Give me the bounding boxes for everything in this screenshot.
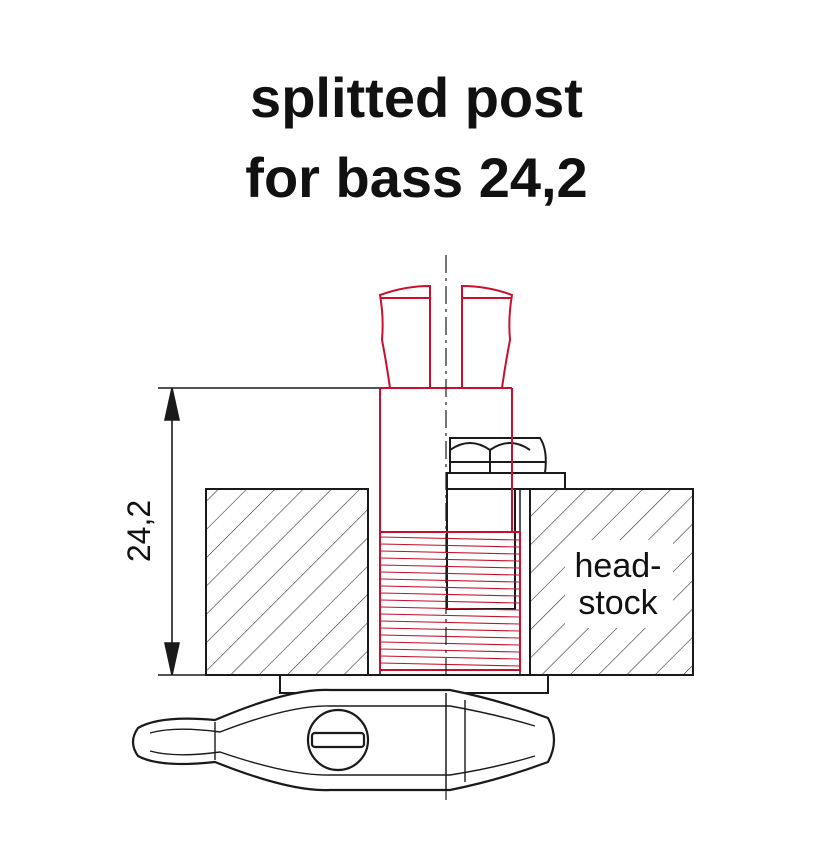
- headstock-label-line-2: stock: [578, 584, 658, 622]
- thread-line: [380, 648, 520, 653]
- post-thread-section: [379, 531, 521, 671]
- hex-nut: [449, 437, 547, 474]
- thread-line: [380, 585, 520, 590]
- diagram-title: splitted post for bass 24,2: [0, 58, 833, 218]
- headstock-left-block: [205, 488, 369, 676]
- title-line-2: for bass 24,2: [245, 146, 588, 209]
- post-thread-lines: [380, 536, 520, 667]
- thread-line: [380, 557, 520, 562]
- thread-line: [380, 543, 520, 548]
- thread-line: [380, 634, 520, 639]
- thread-line: [380, 655, 520, 660]
- screw-slot-icon: [310, 731, 366, 749]
- thread-line: [380, 613, 520, 618]
- thread-line: [380, 627, 520, 632]
- splitted-post: [378, 284, 521, 671]
- thread-line: [380, 641, 520, 646]
- headstock-right-block: [529, 488, 694, 676]
- thread-line: [380, 662, 520, 667]
- dimension-arrow-bottom: [164, 642, 180, 676]
- headstock-label-backdrop: [565, 540, 673, 628]
- thread-line: [380, 592, 520, 597]
- thread-line: [380, 578, 520, 583]
- tuner-key: [131, 688, 556, 792]
- thread-line: [380, 571, 520, 576]
- thread-line: [380, 599, 520, 604]
- headstock-label-line-1: head-: [575, 547, 662, 585]
- thread-line: [380, 606, 520, 611]
- title-line-1: splitted post: [250, 66, 583, 129]
- thread-line: [380, 550, 520, 555]
- dimension-value: 24,2: [121, 500, 157, 562]
- post-head-right: [461, 284, 514, 389]
- thread-line: [380, 564, 520, 569]
- thread-line: [380, 620, 520, 625]
- post-head-left: [378, 284, 431, 389]
- dimension-arrow-top: [164, 387, 180, 421]
- thread-line: [380, 536, 520, 541]
